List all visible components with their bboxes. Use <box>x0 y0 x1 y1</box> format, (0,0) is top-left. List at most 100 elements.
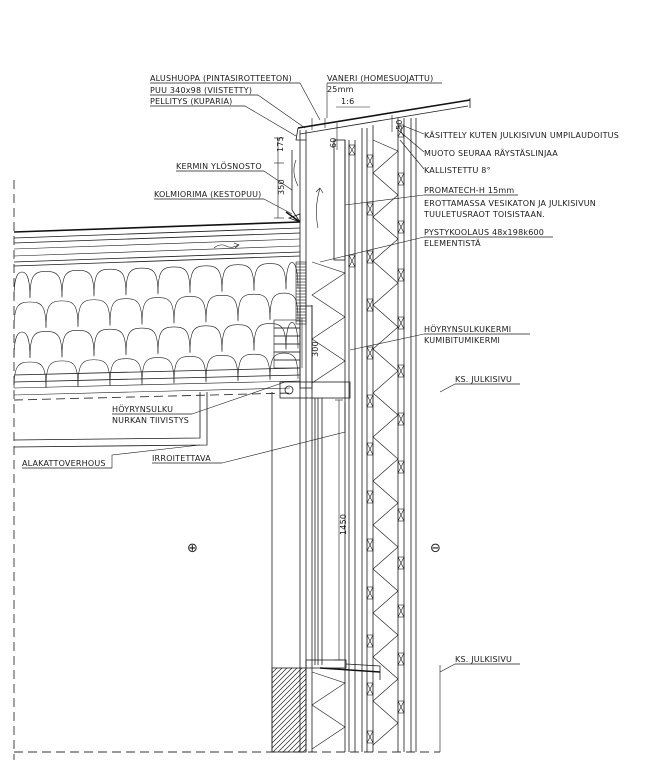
batten-box <box>348 254 356 268</box>
batten-cross <box>397 652 405 666</box>
hatch-line <box>277 723 307 753</box>
ceiling-cladding <box>13 392 208 448</box>
insulation-scallop <box>141 357 175 384</box>
insulation-scallop <box>93 328 127 356</box>
batten-cross <box>397 364 405 378</box>
batten-cross <box>397 316 405 330</box>
hatched-base <box>271 667 307 753</box>
insulation-scallop <box>189 325 223 352</box>
window-frame <box>273 261 381 680</box>
insulation-scallop <box>13 361 47 389</box>
insulation-scallop <box>125 327 159 355</box>
label-nurkan: NURKAN TIIVISTYS <box>112 416 189 425</box>
batten-cross <box>397 700 405 714</box>
hatch-line <box>271 683 307 719</box>
label-vaneri-thickness: 25mm <box>327 85 354 94</box>
insulation-zigzag <box>311 671 346 750</box>
hatch-line <box>271 703 307 739</box>
batten-box <box>397 124 405 138</box>
eave-edge <box>285 98 471 223</box>
batten-cross <box>366 250 374 264</box>
batten-cross <box>397 460 405 474</box>
hatch-line <box>271 698 307 734</box>
label-elementista: ELEMENTISTÄ <box>424 238 481 248</box>
roof-layers <box>13 221 301 267</box>
insulation-scallop <box>13 301 47 329</box>
insulation-scallop <box>269 352 299 380</box>
insulation-scallop <box>13 331 31 359</box>
outside-symbol: ⊖ <box>430 541 441 556</box>
dim-175: 175 <box>276 136 285 152</box>
label-ks-julkisivu-2: KS. JULKISIVU <box>455 655 512 664</box>
batten-cross <box>348 144 356 156</box>
label-promatech: PROMATECH-H 15mm <box>424 186 514 195</box>
dim-300: 300 <box>311 341 320 357</box>
batten-cross <box>366 154 374 168</box>
insulation-scallop <box>45 360 79 387</box>
batten-cross <box>397 220 405 234</box>
hatch-line <box>271 667 283 679</box>
dim-1450: 1450 <box>339 514 348 535</box>
label-alakattoverhous: ALAKATTOVERHOUS <box>22 459 106 468</box>
label-kasittely: KÄSITTELY KUTEN JULKISIVUN UMPILAUDOITUS <box>424 130 619 140</box>
label-pystykoolaus: PYSTYKOOLAUS 48x198k600 <box>424 228 544 237</box>
batten-cross <box>366 682 374 696</box>
insulation-scallop <box>109 358 143 385</box>
batten-box <box>366 490 374 504</box>
insulation-scallop <box>205 354 239 382</box>
hatch-line <box>271 688 307 724</box>
dim-350: 350 <box>277 179 286 195</box>
batten-box <box>366 586 374 600</box>
batten-cross <box>366 538 374 552</box>
hatch-line <box>271 713 307 749</box>
insulation-scallop <box>13 271 31 299</box>
batten-cross <box>366 394 374 408</box>
hatch-line <box>271 667 303 699</box>
insulation-scallop <box>125 267 159 295</box>
insulation-scallop <box>61 330 95 357</box>
dim-60: 60 <box>329 137 338 148</box>
membrane-strip <box>295 261 307 325</box>
label-hoyrynsulkukermi: HÖYRYNSULKUKERMI <box>424 324 511 334</box>
hatch-line <box>271 673 307 709</box>
insulation-scallop <box>253 323 287 350</box>
batten-box <box>397 268 405 282</box>
batten-cross <box>366 202 374 216</box>
batten-box <box>397 172 405 186</box>
head-board <box>273 335 301 345</box>
label-hoyrynsulku: HÖYRYNSULKU <box>112 404 173 414</box>
batten-box <box>397 652 405 666</box>
batten-box <box>366 250 374 264</box>
batten-box <box>366 202 374 216</box>
batten-box <box>397 556 405 570</box>
batten-box <box>366 154 374 168</box>
batten-cross <box>366 586 374 600</box>
hatch-line <box>271 667 288 684</box>
batten-cross <box>397 604 405 618</box>
insulation-scallop <box>141 297 175 324</box>
insulation-scallop <box>45 300 79 327</box>
hatch-line <box>302 748 307 753</box>
insulation-zigzag <box>372 139 399 746</box>
batten-cross <box>366 730 374 744</box>
hatch-line <box>271 667 293 689</box>
batten-cross <box>366 346 374 360</box>
hatch-line <box>282 728 307 753</box>
batten-box <box>397 604 405 618</box>
hatch-line <box>271 678 307 714</box>
label-kolmiorima: KOLMIORIMA (KESTOPUU) <box>154 190 262 199</box>
batten-box <box>397 508 405 522</box>
label-erottamassa-2: TUULETUSRAOT TOISISTAAN. <box>423 210 545 219</box>
label-pellitys: PELLITYS (KUPARIA) <box>150 97 232 106</box>
insulation-scallop <box>269 292 299 320</box>
batten-box <box>366 346 374 360</box>
label-vaneri: VANERI (HOMESUOJATTU) <box>327 74 433 83</box>
insulation-scallop <box>61 270 95 297</box>
batten-box <box>397 412 405 426</box>
insulation-scallop <box>285 322 299 349</box>
label-irroitettava: IRROITETTAVA <box>152 454 211 463</box>
insulation-scallop <box>205 294 239 322</box>
insulation-scallop <box>253 263 287 290</box>
batten-box <box>366 442 374 456</box>
insulation-scallop <box>285 262 299 289</box>
